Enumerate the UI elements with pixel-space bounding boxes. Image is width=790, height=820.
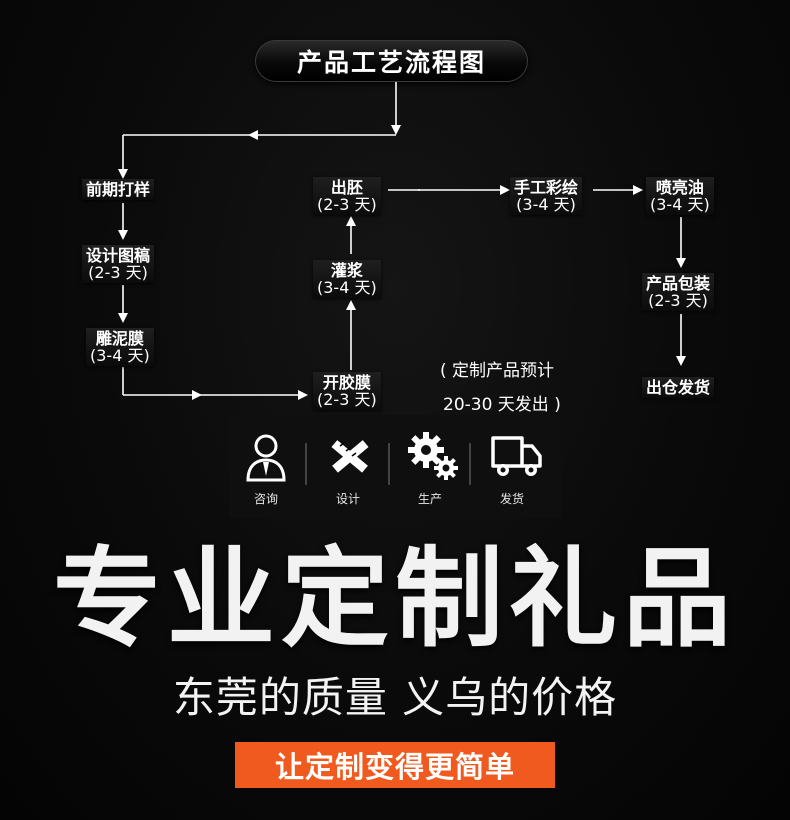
divider [388, 443, 390, 485]
step-grouting: 灌浆 (3-4 天) [313, 260, 381, 298]
step-packaging-days: (2-3 天) [648, 291, 708, 310]
cta-banner: 让定制变得更简单 [235, 742, 555, 788]
divider [469, 443, 471, 485]
step-blank-name: 出胚 [330, 178, 363, 197]
cta-text: 让定制变得更简单 [274, 750, 515, 784]
step-design-draft-days: (2-3 天) [88, 263, 148, 282]
step-prototype: 前期打样 [82, 179, 155, 200]
step-packaging: 产品包装 (2-3 天) [642, 273, 715, 311]
step-varnish-name: 喷亮油 [655, 178, 704, 197]
estimate-line-2: 20-30 天发出 ) [443, 395, 561, 415]
step-prototype-name: 前期打样 [86, 180, 151, 199]
delivery-truck-icon [491, 436, 542, 476]
tagline: 东莞的质量 义乌的价格 [172, 673, 618, 722]
estimate-line-1: ( 定制产品预计 [440, 361, 555, 381]
step-clay-mold: 雕泥膜 (3-4 天) [86, 328, 154, 366]
service-consult-label: 咨询 [253, 492, 278, 506]
step-design-draft-name: 设计图稿 [86, 246, 151, 265]
step-rubber-mold-days: (2-3 天) [317, 390, 377, 409]
service-production-label: 生产 [417, 492, 442, 506]
step-grouting-days: (3-4 天) [317, 278, 377, 297]
flowchart-title: 产品工艺流程图 [255, 40, 528, 82]
step-packaging-name: 产品包装 [646, 274, 711, 293]
headline: 专业定制礼品 [52, 537, 737, 662]
step-blank-days: (2-3 天) [317, 195, 377, 214]
step-shipping-name: 出仓发货 [646, 378, 711, 397]
step-rubber-mold-name: 开胶膜 [322, 373, 371, 392]
service-design-label: 设计 [335, 492, 360, 506]
step-grouting-name: 灌浆 [330, 261, 363, 280]
step-shipping: 出仓发货 [642, 377, 715, 398]
gears-icon [408, 432, 458, 480]
step-hand-painting: 手工彩绘 (3-4 天) [510, 177, 583, 215]
step-design-draft: 设计图稿 (2-3 天) [82, 245, 155, 283]
flow-arrows [118, 82, 686, 400]
consultant-icon [246, 434, 286, 482]
step-blank: 出胚 (2-3 天) [313, 177, 381, 215]
step-varnish: 喷亮油 (3-4 天) [646, 177, 714, 215]
step-clay-mold-days: (3-4 天) [90, 346, 150, 365]
design-tools-icon [331, 440, 369, 473]
service-icon-bar: 咨询 设计 [229, 415, 561, 518]
divider [305, 443, 307, 485]
step-rubber-mold: 开胶膜 (2-3 天) [313, 372, 381, 410]
step-hand-painting-name: 手工彩绘 [514, 178, 579, 197]
step-varnish-days: (3-4 天) [650, 195, 710, 214]
flowchart-title-text: 产品工艺流程图 [296, 48, 486, 77]
service-delivery-label: 发货 [499, 492, 524, 506]
step-hand-painting-days: (3-4 天) [516, 195, 576, 214]
step-clay-mold-name: 雕泥膜 [95, 329, 144, 348]
